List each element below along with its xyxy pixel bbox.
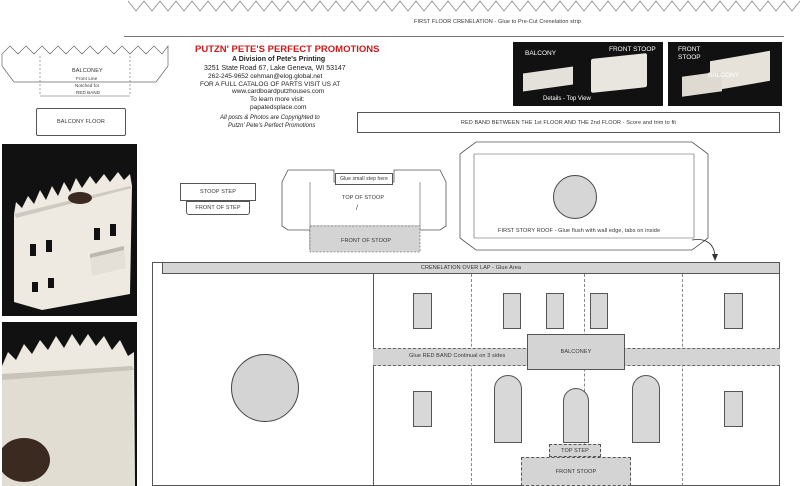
- wall-window-upper-4: [590, 293, 608, 329]
- wall-arched-door-left: [494, 375, 522, 443]
- balcony-piece-outline: [1, 44, 169, 97]
- company-copyright-1: All posts & Photos are Copyrighted to: [220, 115, 320, 121]
- stoop-step-top: STOOP STEP: [180, 183, 256, 201]
- stoop-step-front: FRONT OF STEP: [186, 201, 250, 215]
- detail-photo-stoop: FRONT STOOP BALCONY: [668, 42, 782, 106]
- roof-arrow: [691, 239, 718, 261]
- model-building-drawing: [14, 172, 132, 310]
- red-band-strip: RED BAND BETWEEN THE 1st FLOOR AND THE 2…: [357, 112, 780, 133]
- wall-balcony-tab: BALCONEY: [527, 334, 625, 370]
- wall-window-upper-2: [503, 293, 521, 329]
- balcony-piece-label: BALCONEY: [72, 68, 103, 74]
- company-contact: 262-245-9652 cehman@elog.global.net: [208, 73, 323, 80]
- stoop-step-piece: STOOP STEP FRONT OF STEP: [172, 183, 264, 217]
- photo-tl-caption: Details - Top View: [543, 96, 591, 102]
- company-address: 3251 State Road 67, Lake Geneva, WI 5314…: [204, 65, 346, 72]
- wall-arched-door-center: [563, 388, 589, 443]
- stoop-glue-tab: Glue small step here: [335, 173, 393, 185]
- photo-tr-front-label: FRONT: [678, 46, 701, 53]
- crenelation-label: FIRST FLOOR CRENELATION - Glue to Pre-Cu…: [414, 19, 582, 25]
- company-site-2[interactable]: papatedsplace.com: [250, 104, 307, 111]
- model-photo-closeup: [2, 322, 137, 486]
- stoop-top-label: TOP OF STOOP: [342, 195, 385, 201]
- wall-window-lower-1: [413, 391, 432, 427]
- company-site-1[interactable]: www.cardboardputzhouses.com: [232, 88, 325, 95]
- stoop-glue-label: Glue small step here: [340, 176, 388, 182]
- wall-window-upper-5: [724, 293, 743, 329]
- stoop-slash: /: [356, 205, 359, 212]
- model-photo-full: [2, 144, 137, 316]
- photo-balcony-block: [523, 66, 573, 92]
- red-band-label: RED BAND BETWEEN THE 1st FLOOR AND THE 2…: [460, 119, 677, 126]
- photo-tr-stoop-label: STOOP: [678, 54, 701, 61]
- wall-right-divider: [682, 274, 683, 486]
- wall-balcony-label: BALCONEY: [560, 349, 592, 355]
- wall-center-divider: [471, 274, 472, 486]
- roof-label: FIRST STORY ROOF - Glue flush with wall …: [498, 228, 661, 234]
- detail-photo-top-view: BALCONY FRONT STOOP Details - Top View: [513, 42, 663, 106]
- wall-overlap-label: CRENELATION OVER LAP - Glue Area: [420, 265, 522, 271]
- wall-round-hole: [231, 354, 299, 422]
- company-division: A Division of Pete's Printing: [232, 56, 326, 63]
- stoop-front-label: FRONT OF STOOP: [341, 238, 392, 244]
- balcony-floor-label: BALCONY FLOOR: [57, 119, 105, 125]
- wall-front-stoop-tab: FRONT STOOP: [521, 457, 631, 486]
- wall-window-upper-1: [413, 293, 432, 329]
- wall-top-step-label: TOP STEP: [561, 447, 589, 454]
- balcony-piece-notched: Notched for: [75, 83, 100, 88]
- company-learn: To learn more visit:: [250, 96, 305, 103]
- wall-front-stoop-label: FRONT STOOP: [555, 468, 597, 475]
- company-copyright-2: Putzn' Pete's Perfect Promotions: [228, 123, 316, 129]
- photo-tl-stoop-label: FRONT STOOP: [609, 46, 656, 53]
- wall-top-step-tab: TOP STEP: [549, 444, 601, 457]
- photo-tr-balcony-label: BALCONY: [708, 72, 740, 79]
- balcony-piece-front: Front Line: [76, 76, 98, 81]
- company-name: PUTZN' PETE'S PERFECT PROMOTIONS: [195, 44, 380, 55]
- wall-left-divider: [373, 274, 374, 486]
- wall-window-upper-3: [546, 293, 564, 329]
- wall-overlap-band: CRENELATION OVER LAP - Glue Area: [162, 262, 780, 274]
- roof-chimney-hole: [553, 175, 597, 219]
- wall-window-lower-2: [724, 391, 743, 427]
- crenelation-strip: [128, 0, 800, 12]
- stoop-step-front-label: FRONT OF STEP: [195, 205, 241, 211]
- wall-center-divider-2: [584, 274, 585, 486]
- model-closeup-drawing: [2, 334, 135, 486]
- wall-red-band-label: Glue RED BAND Continual on 3 sides: [409, 353, 506, 359]
- balcony-piece-red-band: RED BAND: [76, 90, 101, 95]
- stoop-net-outline: [281, 169, 447, 253]
- photo-tl-balcony-label: BALCONY: [525, 50, 557, 57]
- crenelation-base-line: [124, 36, 784, 37]
- company-catalog: FOR A FULL CATALOG OF PARTS VISIT US AT: [200, 81, 341, 88]
- balcony-floor-piece: BALCONY FLOOR: [36, 108, 126, 136]
- photo-stoop-block: [591, 53, 647, 93]
- wall-arched-door-right: [632, 375, 660, 443]
- stoop-step-top-label: STOOP STEP: [200, 189, 236, 195]
